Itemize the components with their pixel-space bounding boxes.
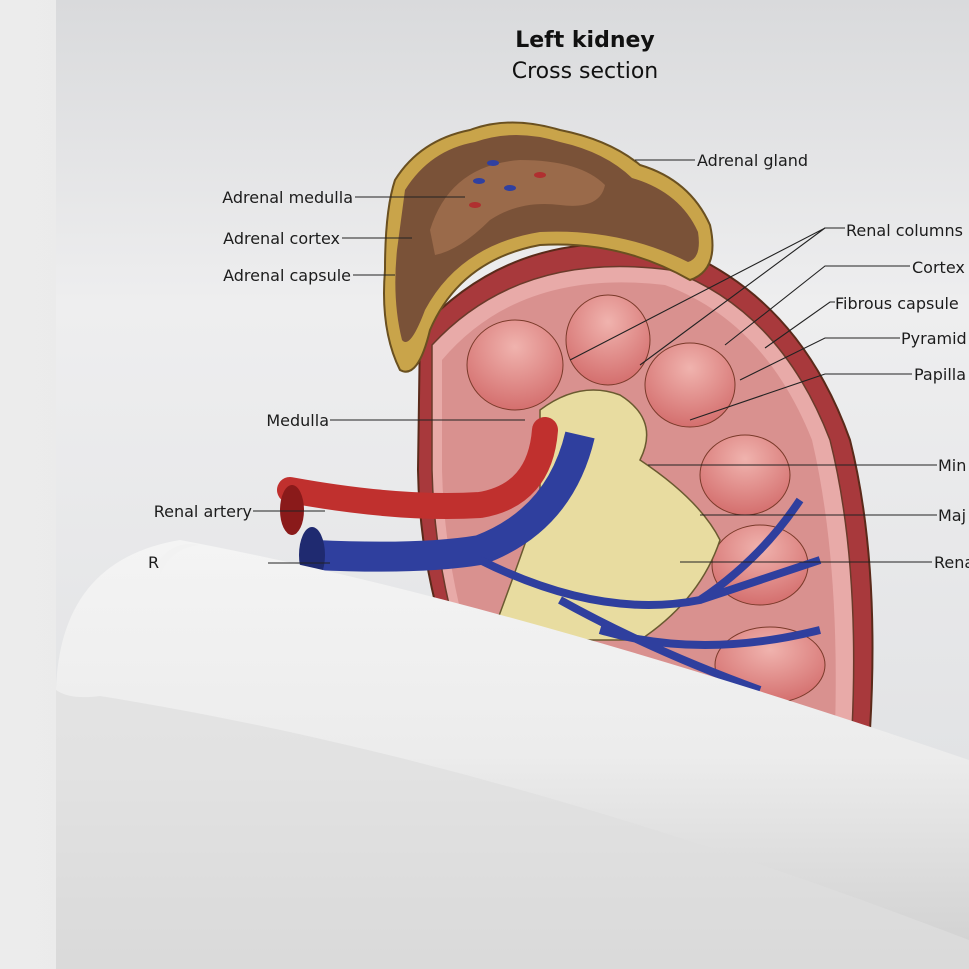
label-renal-vein-partial: R (148, 553, 159, 572)
leader-lines (253, 159, 937, 564)
label-adrenal-medulla: Adrenal medulla (222, 188, 353, 207)
label-medulla: Medulla (266, 411, 329, 430)
pyramid (466, 319, 564, 411)
label-adrenal-capsule: Adrenal capsule (223, 266, 351, 285)
label-adrenal-cortex: Adrenal cortex (223, 229, 340, 248)
paper-curl-underside (56, 690, 969, 969)
label-adrenal-gland: Adrenal gland (697, 151, 808, 170)
adrenal-vessel (473, 178, 485, 184)
renal-artery (277, 417, 558, 519)
pyramid (699, 434, 791, 516)
label-renal-artery: Renal artery (154, 502, 252, 521)
renal-artery-opening (280, 485, 304, 535)
adrenal-medulla (430, 160, 605, 255)
label-renal-columns: Renal columns (846, 221, 963, 240)
poster-title: Left kidney (515, 28, 655, 53)
pyramid (644, 342, 736, 428)
adrenal-vessel (469, 202, 481, 208)
adrenal-vessel (534, 172, 546, 178)
kidney-illustration (277, 121, 874, 731)
label-major-calyx-partial: Maj (938, 506, 966, 525)
label-papilla: Papilla (914, 365, 966, 384)
label-minor-calyx-partial: Min (938, 456, 966, 475)
label-renal-pelvis-partial: Rena (934, 553, 969, 572)
renal-vein-branches (478, 497, 822, 694)
poster-subtitle: Cross section (512, 59, 659, 84)
paper-curl-edge (160, 544, 200, 575)
label-pyramid: Pyramid (901, 329, 967, 348)
label-fibrous-capsule: Fibrous capsule (835, 294, 959, 313)
adrenal-vessel (504, 185, 516, 191)
renal-vein (314, 431, 595, 572)
adrenal-vessel (487, 160, 499, 166)
label-cortex: Cortex (912, 258, 965, 277)
